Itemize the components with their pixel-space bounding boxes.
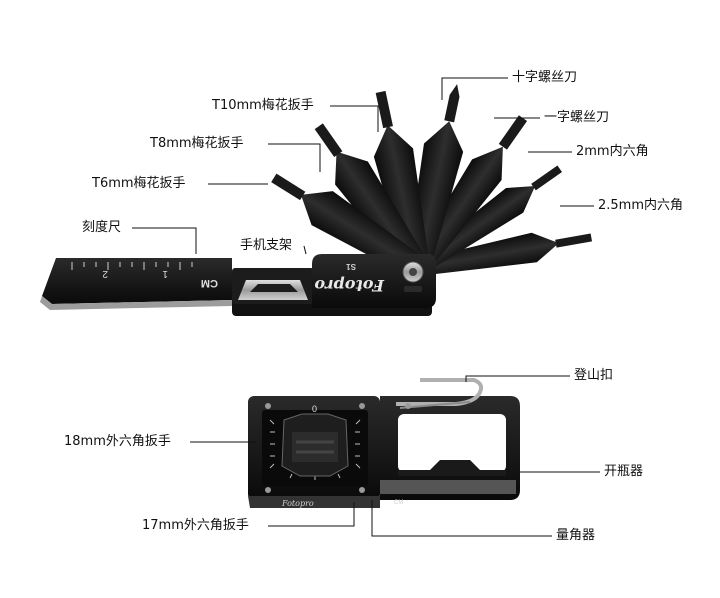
- blade-t10-torx: [373, 90, 430, 271]
- ruler-unit: CM: [201, 277, 218, 289]
- leader-protractor: [371, 500, 552, 537]
- leader-hex17: [268, 502, 355, 527]
- label-carabiner: 登山扣: [574, 368, 614, 383]
- multitool-open-view: 2 1 CM Fotopro S1: [40, 84, 593, 316]
- label-ruler: 刻度尺: [82, 220, 122, 235]
- dial-zero-mark: 0: [312, 404, 317, 414]
- label-hex-18mm: 18mm外六角扳手: [64, 434, 171, 449]
- ruler-arm: 2 1 CM: [40, 258, 232, 310]
- label-t10-torx: T10mm梅花扳手: [212, 98, 314, 113]
- body-brand-logo: Fotopro: [281, 499, 314, 508]
- label-bottle-opener: 开瓶器: [604, 464, 644, 479]
- label-t6-torx: T6mm梅花扳手: [92, 176, 186, 191]
- leader-t10: [330, 105, 379, 132]
- phone-stand: [232, 268, 314, 304]
- main-handle: Fotopro S1: [312, 254, 436, 308]
- bottom-unit-label: CM: [394, 500, 403, 506]
- carabiner: [396, 378, 484, 409]
- label-protractor: 量角器: [556, 528, 596, 543]
- label-phillips-screwdriver: 十字螺丝刀: [512, 70, 578, 85]
- multitool-closed-view: CM: [248, 378, 520, 508]
- label-flat-screwdriver: 一字螺丝刀: [544, 110, 610, 125]
- hex-wrench-body: 0 Fotopro: [248, 396, 380, 508]
- blade-hex-2mm: [413, 165, 563, 275]
- handle-model-label: S1: [346, 262, 356, 271]
- leader-carabiner: [465, 375, 570, 382]
- bottle-opener-frame: CM: [380, 396, 520, 506]
- label-phone-stand: 手机支架: [240, 238, 293, 253]
- ruler-tick-2: 2: [102, 268, 108, 279]
- leader-ruler: [132, 227, 197, 254]
- label-hex-17mm: 17mm外六角扳手: [142, 518, 249, 533]
- ruler-tick-1: 1: [162, 268, 168, 279]
- leader-lines: [132, 77, 600, 537]
- handle-brand-logo: Fotopro: [314, 276, 385, 295]
- leader-t8: [268, 143, 321, 172]
- label-hex-2-5mm: 2.5mm内六角: [598, 198, 684, 213]
- leader-phillips: [441, 77, 508, 100]
- leader-phone-stand: [303, 245, 307, 255]
- label-hex-2mm: 2mm内六角: [576, 144, 649, 159]
- label-t8-torx: T8mm梅花扳手: [150, 136, 244, 151]
- blade-hex-2-5mm: [416, 232, 593, 276]
